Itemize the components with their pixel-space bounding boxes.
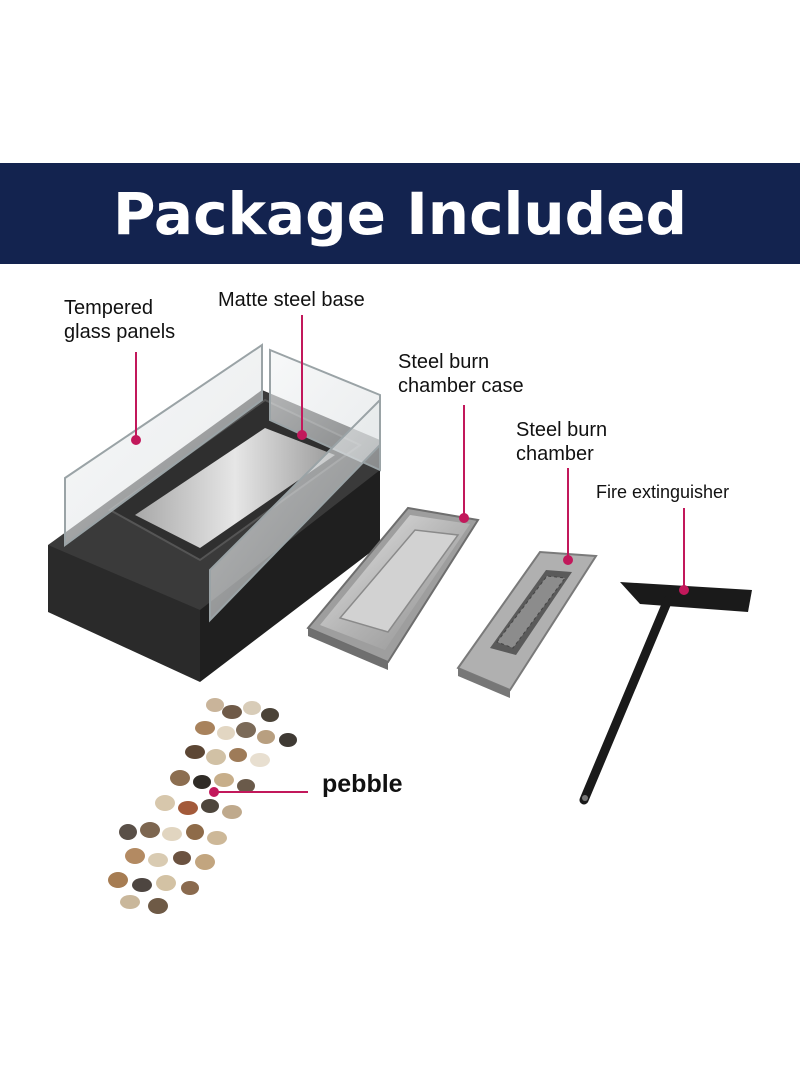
label-fire-extinguisher: Fire extinguisher [596,482,730,502]
label-burn-chamber-1: Steel burn [516,419,608,441]
label-burn-chamber-2: chamber [516,443,594,465]
label-chamber-case-1: Steel burn [398,351,490,373]
label-matte-steel-base: Matte steel base [218,289,365,311]
fire-extinguisher-tool [579,582,752,805]
label-tempered-glass-1: Tempered [64,297,153,319]
leader-lines [131,315,689,797]
pebble-pile [108,698,297,914]
label-tempered-glass-2: glass panels [64,321,176,343]
steel-burn-chamber-case [306,506,480,670]
label-pebble: pebble [322,770,403,798]
banner-title: Package Included [112,179,688,248]
package-banner: Package Included [0,163,800,264]
steel-burn-chamber [456,550,598,698]
tempered-glass-panels [64,343,381,623]
matte-steel-base [48,390,380,682]
label-chamber-case-2: chamber case [398,375,524,397]
